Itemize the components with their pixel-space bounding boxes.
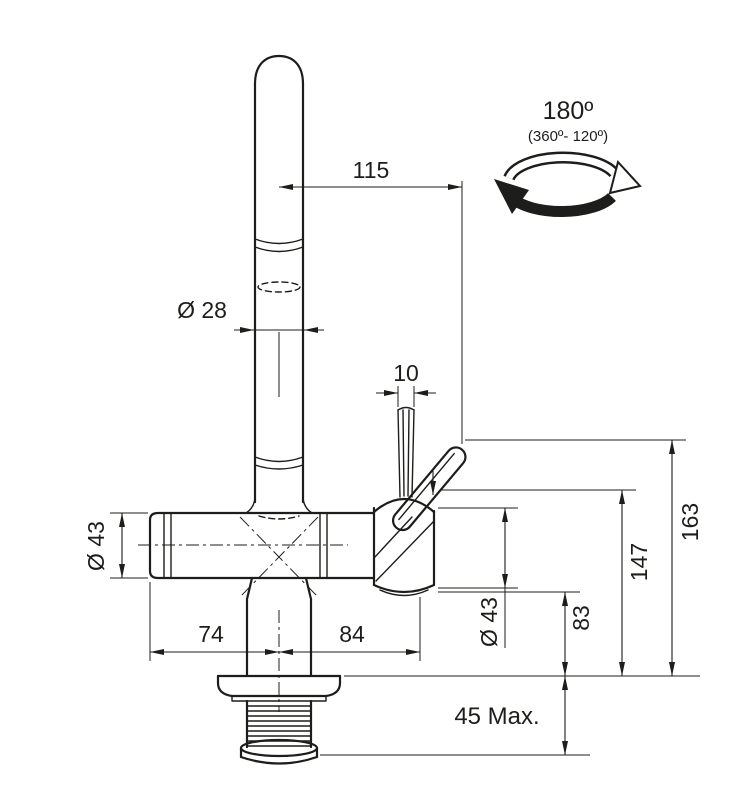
dim-body-diameter: Ø 43 bbox=[83, 512, 148, 579]
dim-label-45max: 45 Max. bbox=[454, 703, 539, 730]
nut-bottom bbox=[239, 755, 319, 765]
rotation-arrow-bottom bbox=[508, 192, 616, 218]
rotation-indicator: 180º (360º- 120º) bbox=[494, 97, 642, 218]
spout-flare-right bbox=[302, 497, 313, 514]
dim-deck-thickness: 45 Max. bbox=[320, 675, 700, 756]
stem-inner-2 bbox=[407, 409, 410, 497]
aerator-dashed-ring bbox=[257, 281, 301, 293]
stem-right bbox=[411, 409, 415, 498]
dim-label-74: 74 bbox=[198, 621, 224, 647]
valve-outlet bbox=[372, 583, 436, 594]
rotation-angle-label: 180º bbox=[543, 97, 594, 125]
dim-outlet-height: 83 bbox=[438, 591, 594, 676]
lever-vertical bbox=[397, 406, 415, 498]
dim-spout-reach: 115 bbox=[279, 157, 463, 444]
dim-label-83: 83 bbox=[568, 605, 594, 631]
valve-outlet-rim bbox=[379, 589, 429, 597]
dim-head-diameter: Ø 43 bbox=[438, 507, 518, 648]
spout-flare-left bbox=[245, 497, 256, 514]
spout-cap bbox=[253, 54, 305, 86]
dim-spout-diameter: Ø 28 bbox=[177, 297, 324, 397]
dim-label-163: 163 bbox=[677, 503, 703, 541]
cone-left bbox=[245, 576, 254, 677]
lever-inner-line bbox=[398, 452, 455, 521]
centerlines bbox=[138, 516, 348, 712]
flange-body bbox=[216, 674, 342, 698]
stem-left bbox=[397, 409, 401, 498]
nut-top bbox=[239, 738, 319, 758]
valve-seam-1 bbox=[375, 520, 435, 582]
dim-label-147: 147 bbox=[626, 543, 652, 581]
dim-label-84: 84 bbox=[339, 621, 365, 647]
spout-joint-lower-2 bbox=[254, 464, 304, 470]
spout-joint-upper-2 bbox=[254, 246, 304, 253]
dim-label-d43-left: Ø 43 bbox=[83, 521, 109, 571]
dim-label-10: 10 bbox=[393, 360, 419, 386]
rotation-arrow-top-inner bbox=[505, 154, 617, 180]
cross-centerline-2 bbox=[239, 516, 319, 598]
spout-joint-lower-1 bbox=[254, 456, 304, 463]
rotation-arrow-hollow-head bbox=[608, 159, 642, 195]
dim-label-d43-right: Ø 43 bbox=[476, 597, 502, 647]
valve-dome bbox=[372, 498, 436, 514]
dim-lever-width: 10 bbox=[376, 360, 436, 407]
stem-inner-1 bbox=[402, 409, 405, 497]
junction-dashed-seam bbox=[258, 515, 300, 520]
dim-label-d28: Ø 28 bbox=[177, 297, 227, 323]
rotation-arrow-solid-head bbox=[494, 179, 529, 214]
dim-label-115: 115 bbox=[353, 157, 390, 183]
dim-total-height: 163 bbox=[465, 439, 703, 676]
faucet-outline bbox=[148, 54, 467, 765]
cone-right bbox=[304, 576, 313, 677]
stem-cap bbox=[397, 406, 415, 411]
dim-body-height: 147 bbox=[430, 471, 652, 676]
lever-body bbox=[391, 446, 467, 532]
valve-seam-2 bbox=[373, 516, 413, 559]
spout-joint-upper-1 bbox=[254, 238, 304, 245]
lever-tilted bbox=[391, 446, 467, 532]
rotation-range-label: (360º- 120º) bbox=[528, 128, 608, 145]
dim-offsets: 74 84 bbox=[149, 582, 421, 661]
